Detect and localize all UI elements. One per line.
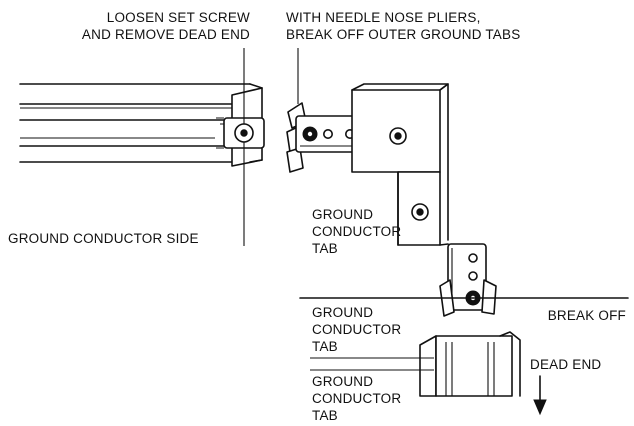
pliers-label-line1: WITH NEEDLE NOSE PLIERS, bbox=[286, 10, 481, 25]
down-arrow-icon bbox=[533, 375, 547, 416]
ground-tab-label-2-line3: TAB bbox=[312, 339, 338, 354]
loosen-label-line1: LOOSEN SET SCREW bbox=[107, 10, 250, 25]
ground-tab-label-1-line1: GROUND bbox=[312, 207, 373, 222]
ground-tab-label-1-line2: CONDUCTOR bbox=[312, 224, 401, 239]
dead-end-label: DEAD END bbox=[530, 357, 601, 372]
ground-tab-label-2-line1: GROUND bbox=[312, 305, 373, 320]
pliers-label-line2: BREAK OFF OUTER GROUND TABS bbox=[286, 27, 520, 42]
ground-tab-label-3-line1: GROUND bbox=[312, 374, 373, 389]
l-connector bbox=[286, 48, 497, 317]
ground-tab-label-3-line2: CONDUCTOR bbox=[312, 391, 401, 406]
ground-conductor-side-label: GROUND CONDUCTOR SIDE bbox=[8, 231, 199, 246]
ground-tab-label-2-line2: CONDUCTOR bbox=[312, 322, 401, 337]
dead-end-part bbox=[310, 331, 521, 397]
ground-tab-label-1-line3: TAB bbox=[312, 241, 338, 256]
break-off-label: BREAK OFF bbox=[548, 308, 626, 323]
ground-tab-label-3-line3: TAB bbox=[312, 408, 338, 423]
track-section bbox=[19, 48, 265, 246]
loosen-label-line2: AND REMOVE DEAD END bbox=[82, 27, 250, 42]
